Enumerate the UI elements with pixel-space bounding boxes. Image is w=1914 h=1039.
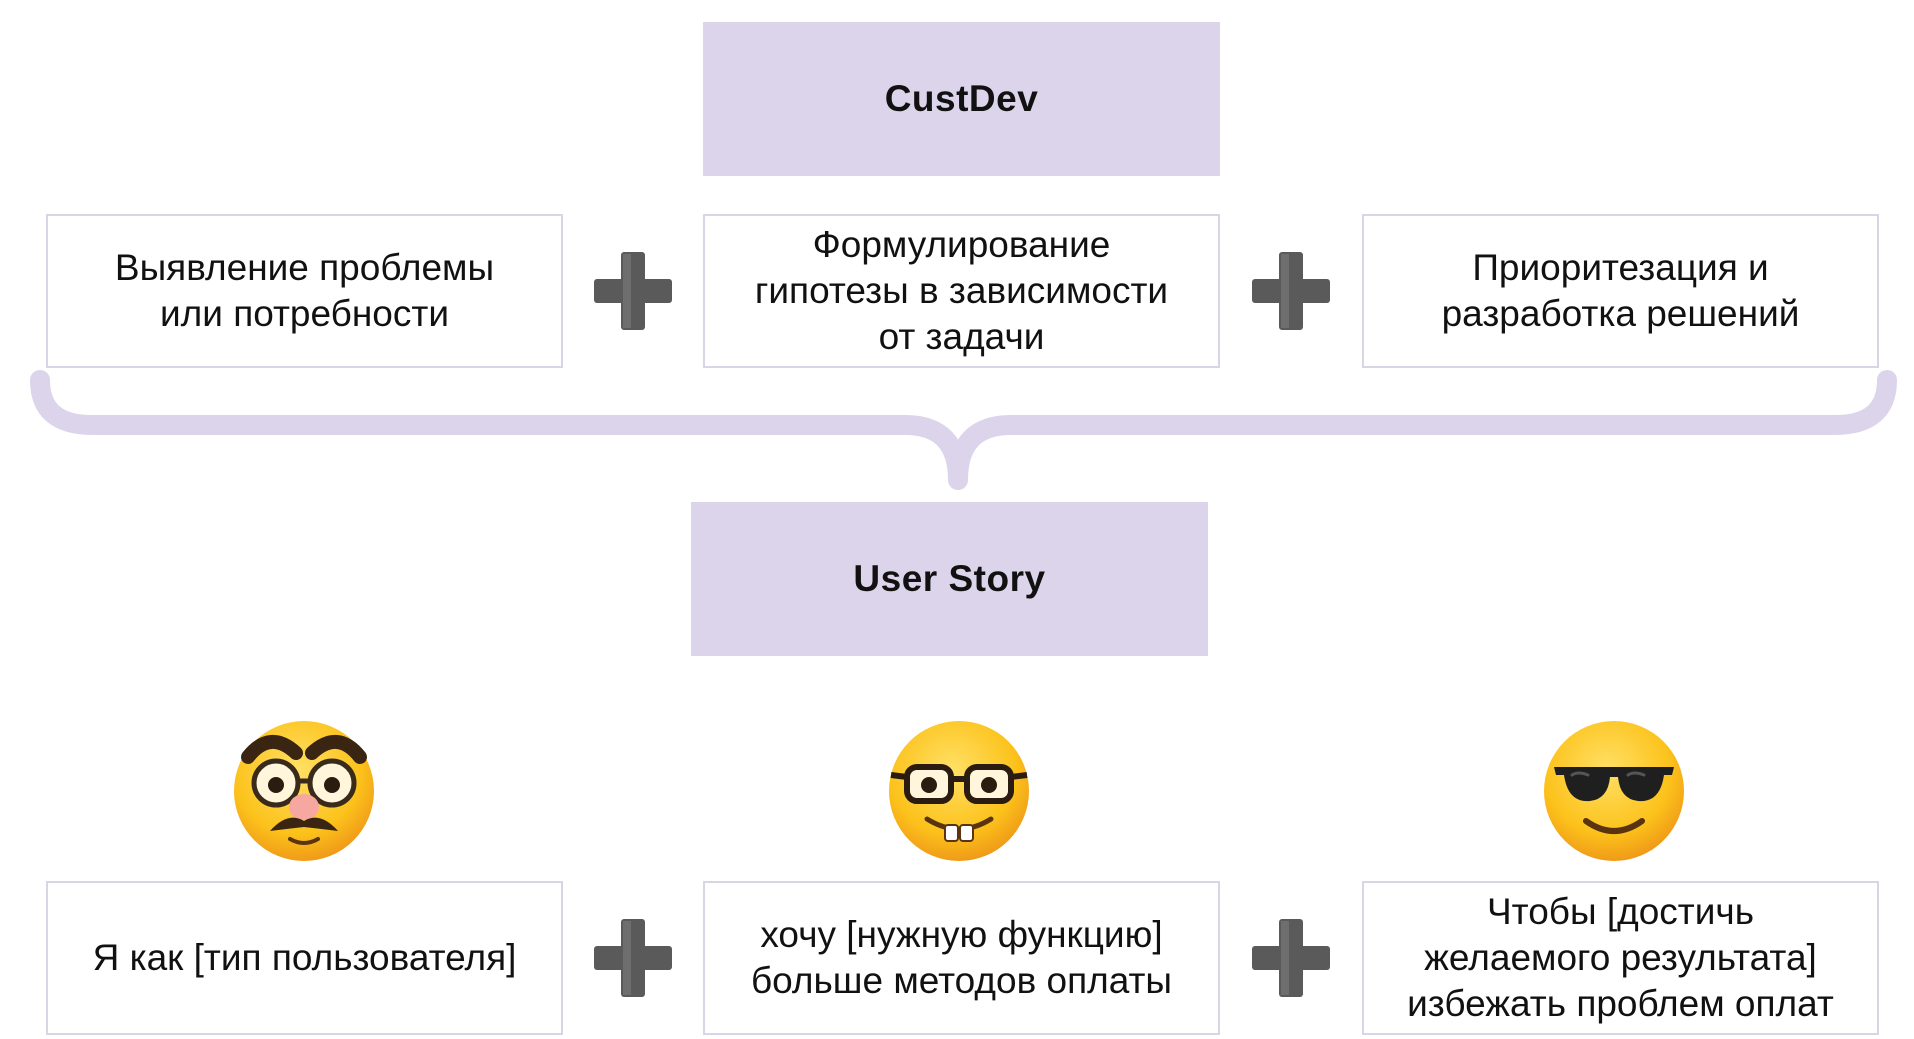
plus-icon [594,919,672,997]
custdev-step-problem: Выявление проблемы или потребности [46,214,563,368]
custdev-step-prioritization: Приоритезация и разработка решений [1362,214,1879,368]
user-story-role: Я как [тип пользователя] [46,881,563,1035]
sunglasses-face-icon [1544,721,1684,861]
user-story-goal: Чтобы [достичь желаемого результата] изб… [1362,881,1879,1035]
plus-icon [1252,919,1330,997]
user-story-want: хочу [нужную функцию] больше методов опл… [703,881,1220,1035]
curly-brace-connector [30,370,1897,490]
plus-icon [594,252,672,330]
nerd-face-icon [889,721,1029,861]
plus-icon [1252,252,1330,330]
user-story-title: User Story [691,502,1208,656]
custdev-title: CustDev [703,22,1220,176]
disguised-face-icon [234,721,374,861]
custdev-step-hypothesis: Формулирование гипотезы в зависимости от… [703,214,1220,368]
